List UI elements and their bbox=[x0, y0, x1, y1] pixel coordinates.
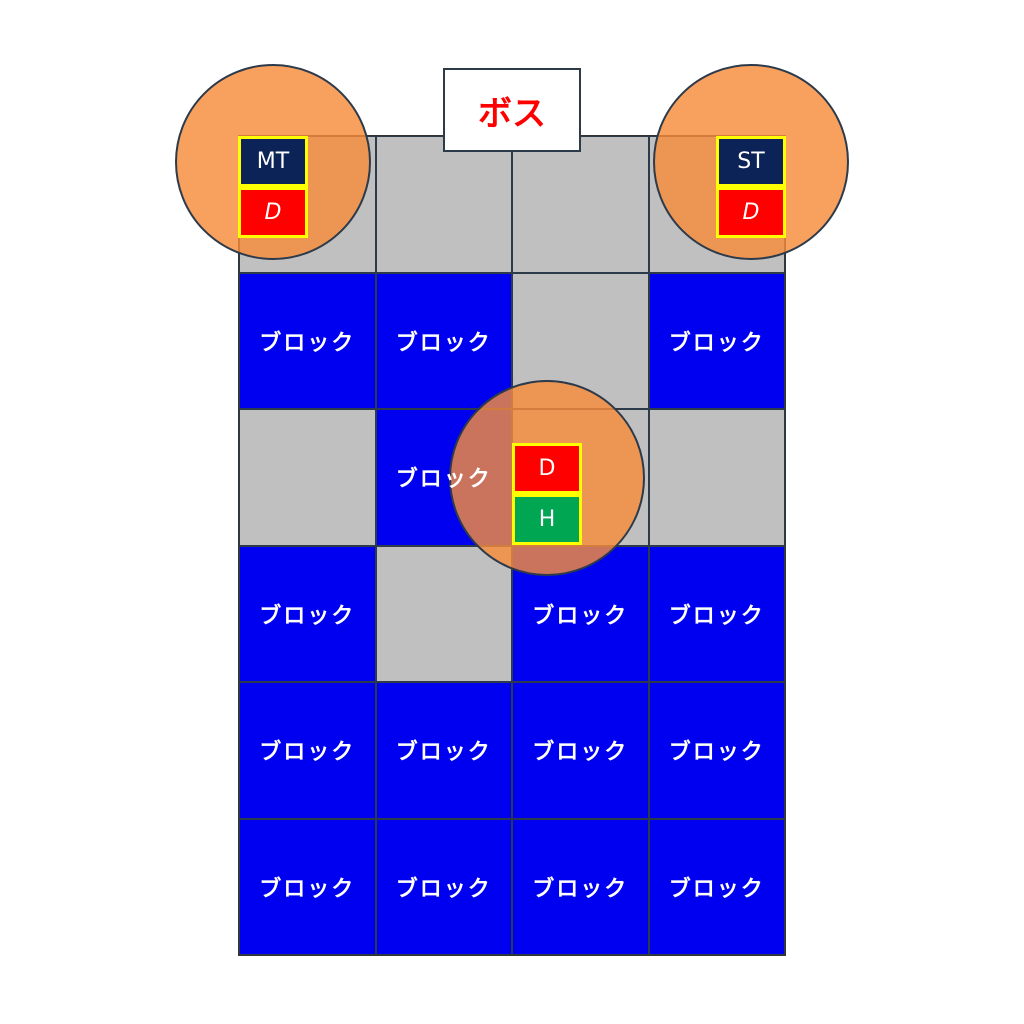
block-label: ブロック bbox=[395, 876, 492, 902]
block-cell: ブロック bbox=[648, 272, 785, 409]
block-label: ブロック bbox=[259, 740, 356, 766]
block-cell: ブロック bbox=[239, 545, 376, 682]
block-label: ブロック bbox=[259, 603, 356, 629]
block-label: ブロック bbox=[395, 740, 492, 766]
block-cell: ブロック bbox=[648, 682, 785, 819]
empty-cell bbox=[239, 409, 376, 546]
empty-cell bbox=[648, 409, 785, 546]
block-cell: ブロック bbox=[239, 818, 376, 955]
block-cell: ブロック bbox=[648, 545, 785, 682]
block-label: ブロック bbox=[668, 740, 765, 766]
block-cell: ブロック bbox=[239, 682, 376, 819]
block-cell: ブロック bbox=[375, 682, 512, 819]
token-mt: MT bbox=[238, 136, 308, 187]
block-cell: ブロック bbox=[648, 818, 785, 955]
block-label: ブロック bbox=[395, 330, 492, 356]
arena-grid: ブロックブロックブロックブロックブロックブロックブロックブロックブロックブロック… bbox=[238, 135, 786, 956]
block-label: ブロック bbox=[259, 876, 356, 902]
block-label: ブロック bbox=[395, 467, 492, 493]
token-healer: H bbox=[512, 494, 582, 545]
block-label: ブロック bbox=[532, 603, 629, 629]
block-label: ブロック bbox=[532, 876, 629, 902]
block-label: ブロック bbox=[259, 330, 356, 356]
block-label: ブロック bbox=[668, 876, 765, 902]
token-dps-left: D bbox=[238, 187, 308, 238]
token-st: ST bbox=[716, 136, 786, 187]
block-cell: ブロック bbox=[375, 272, 512, 409]
empty-cell bbox=[375, 136, 512, 273]
block-cell: ブロック bbox=[375, 818, 512, 955]
token-dps-right: D bbox=[716, 187, 786, 238]
block-label: ブロック bbox=[668, 330, 765, 356]
block-cell: ブロック bbox=[239, 272, 376, 409]
block-label: ブロック bbox=[532, 740, 629, 766]
token-dps-center: D bbox=[512, 443, 582, 494]
boss-marker: ボス bbox=[443, 68, 581, 152]
block-cell: ブロック bbox=[512, 682, 649, 819]
block-cell: ブロック bbox=[512, 818, 649, 955]
empty-cell bbox=[512, 136, 649, 273]
empty-cell bbox=[375, 545, 512, 682]
block-label: ブロック bbox=[668, 603, 765, 629]
